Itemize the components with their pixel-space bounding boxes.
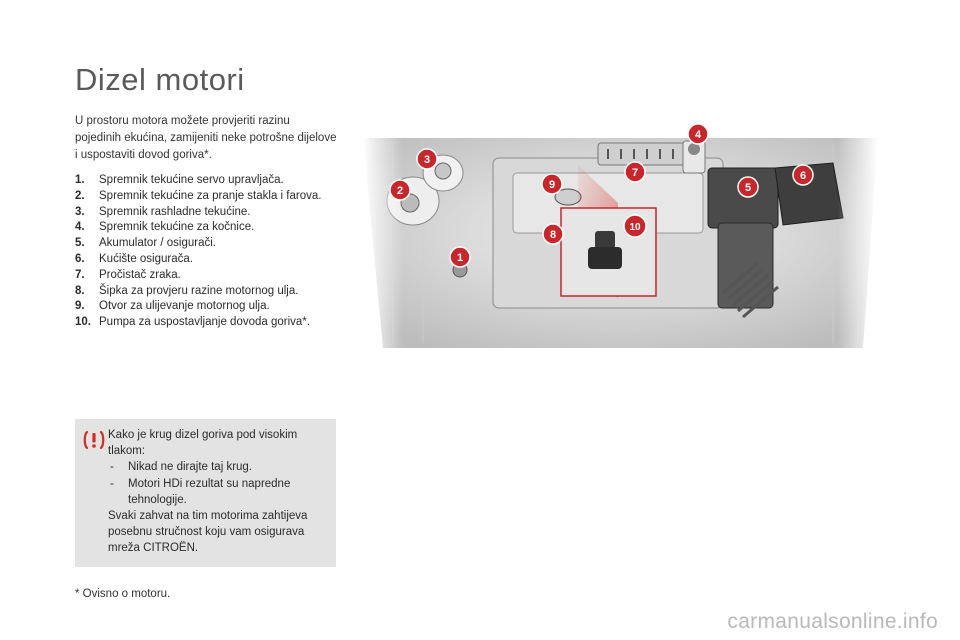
item-text: Kućište osigurača. [99,252,193,265]
item-text: Spremnik tekućine servo upravljača. [99,174,284,186]
item-number: 6. [75,252,85,265]
item-text: Spremnik rashladne tekućine. [99,205,251,218]
svg-text:5: 5 [745,182,751,194]
engine-bay-illustration: 1 2 3 4 5 6 7 8 9 10 [363,113,878,348]
item-number: 10. [75,316,91,329]
item-number: 2. [75,189,85,202]
item-text: Pumpa za uspostavljanje dovoda goriva*. [99,316,310,329]
callout-10: 10 [623,214,647,238]
item-number: 9. [75,300,85,313]
bullet-dash: - [110,477,114,490]
list-item: 2. Spremnik tekućine za pranje stakla i f… [75,189,343,205]
brake-cap [688,143,700,155]
svg-text:9: 9 [549,179,555,191]
battery-box [707,167,779,229]
warning-intro: Kako je krug dizel goriva pod visokim tl… [108,429,298,458]
svg-text:1: 1 [457,252,463,264]
callout-9: 9 [541,173,563,195]
item-text: Otvor za ulijevanje motornog ulja. [99,300,270,313]
item-number: 7. [75,268,85,281]
pump-bulb [588,247,622,269]
svg-text:7: 7 [632,167,638,179]
svg-text:10: 10 [629,222,641,233]
list-item: 6. Kućište osigurača. [75,252,343,268]
component-list: 1. Spremnik tekućine servo upravljača. 2.… [75,173,343,331]
watermark-text: carmanualsonline.info [727,610,938,633]
warning-bullet: - Motori HDi rezultat su napredne tehnol… [108,476,330,508]
item-number: 8. [75,284,85,297]
item-number: 3. [75,205,85,218]
warning-exclamation-icon [83,430,105,450]
svg-text:4: 4 [695,129,702,141]
list-item: 3. Spremnik rashladne tekućine. [75,205,343,221]
warning-text: Kako je krug dizel goriva pod visokim tl… [108,427,330,557]
pump-bulb-top [595,231,615,249]
list-item: 7. Pročistač zraka. [75,268,343,284]
footnote: * Ovisno o motoru. [75,588,171,600]
item-text: Spremnik tekućine za pranje stakla i far… [99,189,322,202]
item-text: Pročistač zraka. [99,268,181,281]
item-number: 1. [75,174,85,186]
item-text: Spremnik tekućine za kočnice. [99,221,255,234]
svg-text:3: 3 [424,154,430,166]
air-filter-housing [597,142,694,166]
list-item: 4. Spremnik tekućine za kočnice. [75,220,343,236]
callout-6: 6 [792,164,814,186]
svg-text:2: 2 [397,185,403,197]
callout-5: 5 [737,176,759,198]
svg-text:6: 6 [800,170,806,182]
callout-4: 4 [687,123,709,145]
callout-2: 2 [389,179,411,201]
callout-8: 8 [542,223,564,245]
item-number: 4. [75,221,85,234]
list-item: 8. Šipka za provjeru razine motornog ulja… [75,284,343,300]
fade-right [838,113,878,348]
item-number: 5. [75,237,85,250]
list-item: 1. Spremnik tekućine servo upravljača. [75,173,343,189]
fade-left [363,113,403,348]
svg-text:8: 8 [550,229,556,241]
list-item: 10. Pumpa za uspostavljanje dovoda goriva… [75,315,343,331]
list-item: 5. Akumulator / osigurači. [75,236,343,252]
callout-1: 1 [449,246,471,268]
intake-hose [722,261,779,319]
callout-7: 7 [624,161,646,183]
warning-bullet: - Nikad ne dirajte taj krug. [108,459,330,475]
item-text: Akumulator / osigurači. [99,237,216,250]
item-text: Šipka za provjeru razine motornog ulja. [99,284,299,297]
bullet-dash: - [110,461,114,474]
page-title: Dizel motori [75,62,245,97]
warning-bullet-text: Motori HDi rezultat su napredne tehnolog… [128,477,291,506]
warning-closing: Svaki zahvat na tim motorima zahtijeva p… [108,510,308,555]
warning-box: Kako je krug dizel goriva pod visokim tl… [75,419,336,567]
coolant-cap [434,162,452,180]
warning-bullet-text: Nikad ne dirajte taj krug. [128,461,253,474]
callout-3: 3 [416,148,438,170]
list-item: 9. Otvor za ulijevanje motornog ulja. [75,299,343,315]
intro-paragraph: U prostoru motora možete provjeriti razi… [75,115,337,161]
air-filter-slats [607,149,674,159]
